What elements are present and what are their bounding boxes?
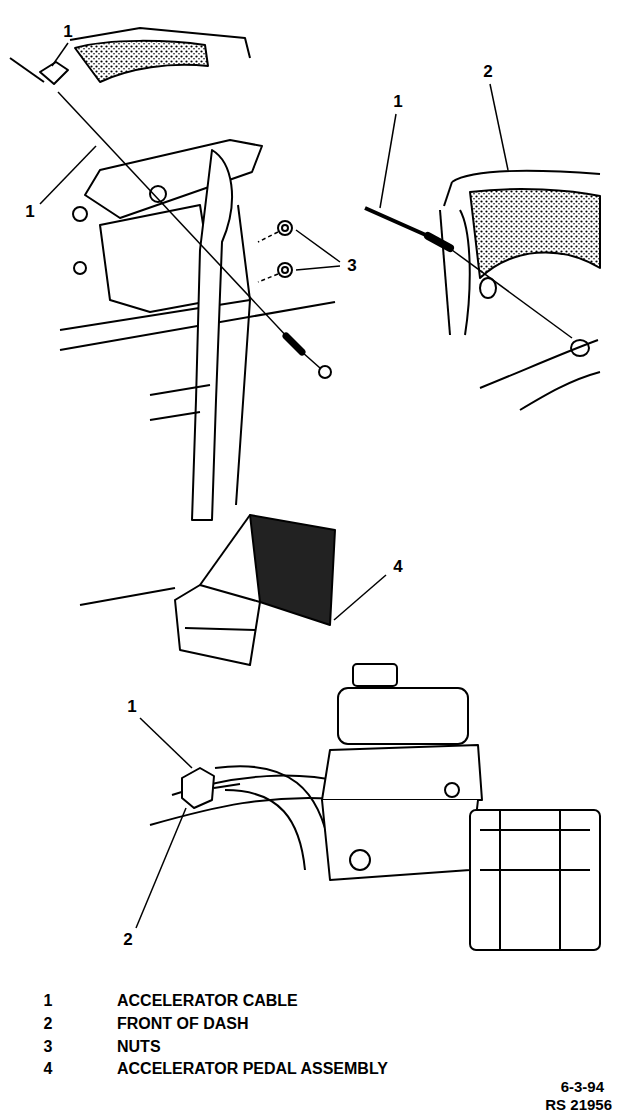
callout-number: 3 [347, 257, 356, 276]
fitting [350, 850, 370, 870]
key-number: 3 [44, 1038, 53, 1056]
pedal-illustration [10, 28, 335, 665]
key-number: 4 [44, 1060, 53, 1078]
pedal-pad-edge [200, 515, 250, 585]
callout-number: 2 [483, 63, 492, 82]
bracket-body [100, 205, 215, 312]
dash-panel [440, 210, 450, 335]
leader-line [136, 808, 186, 928]
cable-end [319, 366, 331, 378]
dash-insulation [470, 189, 600, 278]
accelerator-cable [365, 208, 428, 236]
key-number: 1 [44, 992, 53, 1010]
fluid-reservoir [338, 688, 468, 744]
dash-panel [444, 182, 452, 206]
floor-line [80, 588, 175, 605]
dash-panel [460, 210, 470, 335]
cable-clip [40, 62, 68, 84]
stud-line [258, 232, 278, 282]
cable-grommet [480, 278, 496, 298]
callout-number: 4 [393, 558, 402, 577]
modulator-detail [480, 810, 590, 950]
pivot-bracket [150, 385, 210, 420]
dash-insulation [75, 41, 208, 82]
master-cylinder [322, 745, 482, 800]
callout-number: 1 [393, 93, 402, 112]
dash-inset-illustration [365, 171, 600, 410]
figure-code: RS 21956 [545, 1097, 612, 1114]
leader-line [490, 84, 508, 170]
key-text: ACCELERATOR CABLE [117, 992, 298, 1010]
mounting-bracket [85, 140, 262, 218]
dash-contour [225, 790, 305, 870]
engine-side-illustration [150, 664, 600, 950]
accelerator-cable [302, 352, 320, 368]
cable-grommet [182, 768, 214, 808]
pedal-arm [480, 340, 598, 388]
leader-line [334, 575, 386, 620]
leader-line [140, 718, 192, 768]
cable-ferrule [428, 236, 450, 248]
bolt [73, 207, 87, 221]
bolt [74, 262, 86, 274]
accelerator-cable [214, 784, 240, 788]
cylinder-body [322, 800, 478, 880]
leader-line [40, 146, 96, 204]
nut-hole [282, 267, 288, 273]
nut-hole [282, 225, 288, 231]
reservoir-cap [353, 664, 397, 686]
leader-line [380, 114, 396, 208]
pedal-pad-block [175, 585, 260, 665]
callout-number: 1 [25, 203, 34, 222]
key-text: NUTS [117, 1038, 161, 1056]
leader-line [52, 43, 68, 66]
key-number: 2 [44, 1015, 53, 1033]
brake-modulator [470, 810, 600, 950]
callout-number: 2 [123, 931, 132, 950]
accelerator-cable [58, 92, 290, 340]
leader-lines [40, 43, 508, 928]
accelerator-cable [452, 250, 572, 338]
callout-number: 1 [63, 23, 72, 42]
nut [278, 263, 292, 277]
key-text: ACCELERATOR PEDAL ASSEMBLY [117, 1060, 388, 1078]
leader-line [296, 230, 340, 270]
cable-end [571, 340, 589, 356]
date-stamp: 6-3-94 [561, 1079, 604, 1096]
pedal-arm [520, 372, 600, 410]
key-text: FRONT OF DASH [117, 1015, 249, 1033]
nut [278, 221, 292, 235]
pedal-pad [250, 515, 335, 625]
dash-contour [215, 766, 330, 850]
callout-number: 1 [127, 698, 136, 717]
pedal-lever [192, 150, 232, 520]
pedal-lever-edge [236, 205, 250, 505]
accelerator-cable [10, 58, 44, 82]
port [445, 783, 459, 797]
cable-ferrule [286, 336, 302, 352]
dash-panel [452, 171, 600, 182]
pedal-pad-edge [185, 628, 255, 630]
